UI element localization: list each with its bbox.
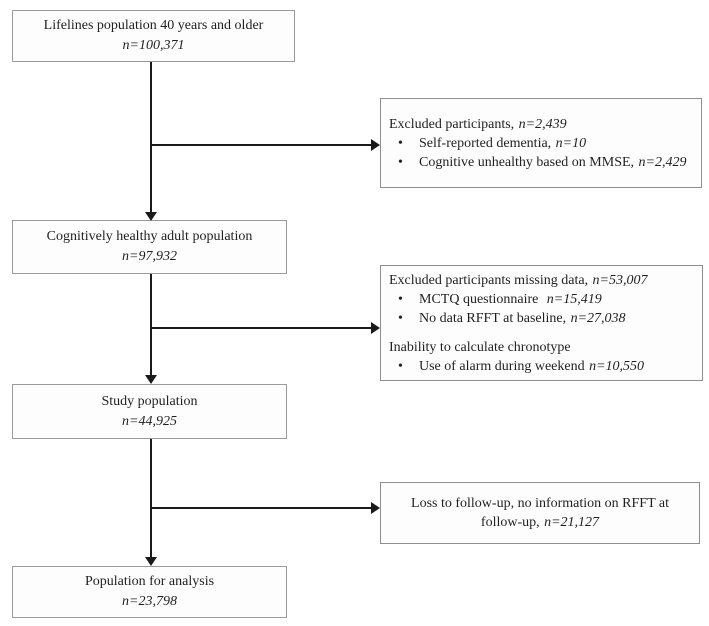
blank-line xyxy=(389,328,694,338)
box-label: Population for analysis xyxy=(84,574,215,589)
arrow-line-branch-1 xyxy=(150,144,371,146)
bullet-icon: • xyxy=(398,154,403,170)
arrow-line-vertical-2 xyxy=(150,274,152,376)
bullet-icon: • xyxy=(398,310,403,326)
arrow-head-down-3 xyxy=(145,557,157,566)
arrow-line-branch-2 xyxy=(150,327,371,329)
bullet-label: Use of alarm during weekend xyxy=(419,358,585,374)
flow-box-lifelines-population: Lifelines population 40 years and older … xyxy=(12,10,295,62)
exclusion-box-dementia-mmse: Excluded participants,n=2,439 • Self-rep… xyxy=(380,98,702,188)
arrow-head-right-2 xyxy=(371,322,380,334)
exclusion-line-2-text: follow-up, xyxy=(480,515,540,530)
bullet-label: Cognitive unhealthy based on MMSE, xyxy=(419,154,635,170)
arrow-head-right-1 xyxy=(371,139,380,151)
bullet-label: MCTQ questionnaire xyxy=(419,291,539,307)
box-n-value: n=97,932 xyxy=(122,249,177,264)
bullet-icon: • xyxy=(398,358,403,374)
box-label: Study population xyxy=(101,393,198,409)
bullet-label: Self-reported dementia, xyxy=(419,135,552,151)
exclusion-line-1: Loss to follow-up, no information on RFF… xyxy=(411,496,669,511)
bullet-icon: • xyxy=(398,291,403,307)
exclusion-subheader: Inability to calculate chronotype xyxy=(389,339,571,355)
box-n-value: n=44,925 xyxy=(122,413,177,429)
flow-box-study-population: Study population n=44,925 xyxy=(12,384,287,439)
bullet-n: n=10,550 xyxy=(589,358,645,374)
bullet-n: n=10 xyxy=(555,135,587,151)
bullet-text: Self-reported dementia,n=10 xyxy=(419,134,693,153)
arrow-head-down-1 xyxy=(145,212,157,221)
bullet-icon: • xyxy=(398,135,403,151)
exclusion-header-n: n=53,007 xyxy=(592,272,648,288)
bullet-text: No data RFFT at baseline,n=27,038 xyxy=(419,309,694,328)
bullet-label: No data RFFT at baseline, xyxy=(419,310,567,326)
box-n-value: n=23,798 xyxy=(122,594,177,609)
arrow-line-branch-3 xyxy=(150,507,371,509)
bullet-text: Cognitive unhealthy based on MMSE,n=2,42… xyxy=(419,153,693,172)
flow-box-population-for-analysis: Population for analysis n=23,798 xyxy=(12,566,287,618)
box-label: Cognitively healthy adult population xyxy=(46,229,253,244)
exclusion-box-loss-to-followup: Loss to follow-up, no information on RFF… xyxy=(380,482,700,544)
bullet-text: MCTQ questionnaire n=15,419 xyxy=(419,290,694,309)
arrow-head-right-3 xyxy=(371,502,380,514)
bullet-item: • MCTQ questionnaire n=15,419 xyxy=(389,290,694,309)
box-n-value: n=100,371 xyxy=(122,38,185,53)
exclusion-line-2: follow-up, n=21,127 xyxy=(389,513,691,532)
exclusion-header: Excluded participants missing data,n=53,… xyxy=(389,271,694,290)
bullet-item: • Cognitive unhealthy based on MMSE,n=2,… xyxy=(389,153,693,172)
exclusion-header-text: Excluded participants, xyxy=(389,116,515,132)
bullet-n: n=27,038 xyxy=(570,310,626,326)
bullet-n: n=15,419 xyxy=(546,291,602,307)
bullet-n: n=2,429 xyxy=(638,154,687,170)
arrow-head-down-2 xyxy=(145,375,157,384)
arrow-line-vertical-1 xyxy=(150,62,152,212)
exclusion-line-2-n: n=21,127 xyxy=(544,515,600,530)
exclusion-header-n: n=2,439 xyxy=(518,116,567,132)
exclusion-box-missing-data: Excluded participants missing data,n=53,… xyxy=(380,265,703,381)
box-label: Lifelines population 40 years and older xyxy=(43,18,264,33)
exclusion-header: Excluded participants,n=2,439 xyxy=(389,115,693,134)
bullet-item: • Self-reported dementia,n=10 xyxy=(389,134,693,153)
flow-box-cognitively-healthy: Cognitively healthy adult population n=9… xyxy=(12,220,287,274)
arrow-line-vertical-3 xyxy=(150,439,152,558)
exclusion-header-text: Excluded participants missing data, xyxy=(389,272,589,288)
bullet-item: • No data RFFT at baseline,n=27,038 xyxy=(389,309,694,328)
